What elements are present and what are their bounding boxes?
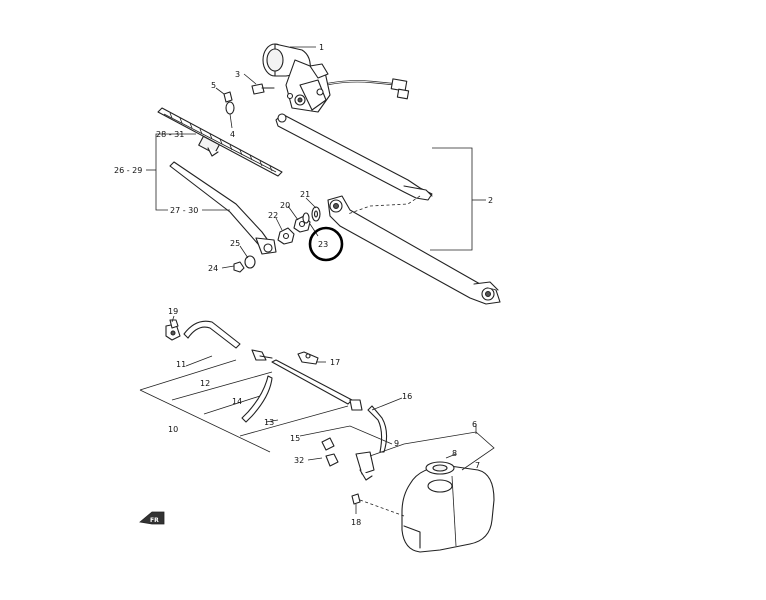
nut-24[interactable] bbox=[233, 261, 245, 273]
front-marker-label: FR bbox=[150, 517, 159, 524]
nut-22[interactable] bbox=[277, 227, 295, 245]
screw-18[interactable] bbox=[351, 493, 361, 505]
callout-4: 4 bbox=[230, 130, 235, 139]
washer-hose-16[interactable] bbox=[367, 405, 388, 453]
wiper-linkage-lower-rod[interactable] bbox=[327, 195, 501, 305]
callout-labels: 1 2 3 4 5 6 7 8 9 10 11 12 13 14 15 16 1… bbox=[114, 43, 493, 527]
callout-21: 21 bbox=[300, 190, 310, 199]
callout-11: 11 bbox=[176, 360, 186, 369]
callout-16: 16 bbox=[402, 392, 412, 401]
callout-12: 12 bbox=[200, 379, 210, 388]
callout-23: 23 bbox=[318, 240, 328, 249]
hose-joint-12[interactable] bbox=[251, 349, 273, 361]
leader-lines bbox=[139, 46, 495, 514]
bolt-3[interactable] bbox=[251, 83, 275, 95]
highlight-circle bbox=[308, 226, 344, 262]
callout-25: 25 bbox=[230, 239, 240, 248]
tank-cap-8[interactable] bbox=[425, 461, 455, 475]
screw-dash-line bbox=[359, 499, 405, 517]
washer-pump-9[interactable] bbox=[355, 451, 375, 481]
callout-24: 24 bbox=[208, 264, 218, 273]
callout-22: 22 bbox=[268, 211, 278, 220]
washer-21[interactable] bbox=[311, 206, 321, 222]
wiper-arm[interactable] bbox=[169, 161, 277, 255]
washer-hose-11[interactable] bbox=[183, 320, 241, 349]
callout-1: 1 bbox=[319, 43, 324, 52]
front-direction-arrow: FR bbox=[139, 511, 165, 525]
callout-18: 18 bbox=[351, 518, 361, 527]
nut-23[interactable] bbox=[302, 212, 310, 224]
callout-2: 2 bbox=[488, 196, 493, 205]
callout-27-30: 27 - 30 bbox=[170, 206, 198, 215]
callout-6: 6 bbox=[472, 420, 477, 429]
bolt-5[interactable] bbox=[223, 91, 233, 103]
callout-32: 32 bbox=[294, 456, 304, 465]
callout-28-31: 28 - 31 bbox=[156, 130, 184, 139]
callout-9: 9 bbox=[394, 439, 399, 448]
wiper-blade[interactable] bbox=[157, 107, 283, 177]
callout-7: 7 bbox=[475, 461, 480, 470]
hose-connector-15[interactable] bbox=[349, 399, 363, 411]
washer-hose-14[interactable] bbox=[241, 375, 273, 423]
callout-13: 13 bbox=[264, 418, 274, 427]
callout-10: 10 bbox=[168, 425, 178, 434]
callout-5: 5 bbox=[211, 81, 216, 90]
callout-20: 20 bbox=[280, 201, 290, 210]
washer-tank[interactable] bbox=[401, 465, 495, 553]
wiper-linkage-upper-rod[interactable] bbox=[275, 113, 433, 201]
callout-8: 8 bbox=[452, 449, 457, 458]
cap-25[interactable] bbox=[244, 255, 256, 269]
callout-26-29: 26 - 29 bbox=[114, 166, 142, 175]
clip-32[interactable] bbox=[321, 437, 339, 467]
callout-3: 3 bbox=[235, 70, 240, 79]
hose-clip-17[interactable] bbox=[297, 351, 319, 365]
callout-17: 17 bbox=[330, 358, 340, 367]
washer-4[interactable] bbox=[225, 101, 235, 115]
wiper-motor[interactable] bbox=[262, 43, 331, 113]
callout-15: 15 bbox=[290, 434, 300, 443]
callout-19: 19 bbox=[168, 307, 178, 316]
motor-wire-harness bbox=[327, 78, 410, 100]
callout-14: 14 bbox=[232, 397, 242, 406]
linkage-dash-line bbox=[347, 195, 421, 215]
washer-nozzle-19[interactable] bbox=[165, 319, 181, 341]
